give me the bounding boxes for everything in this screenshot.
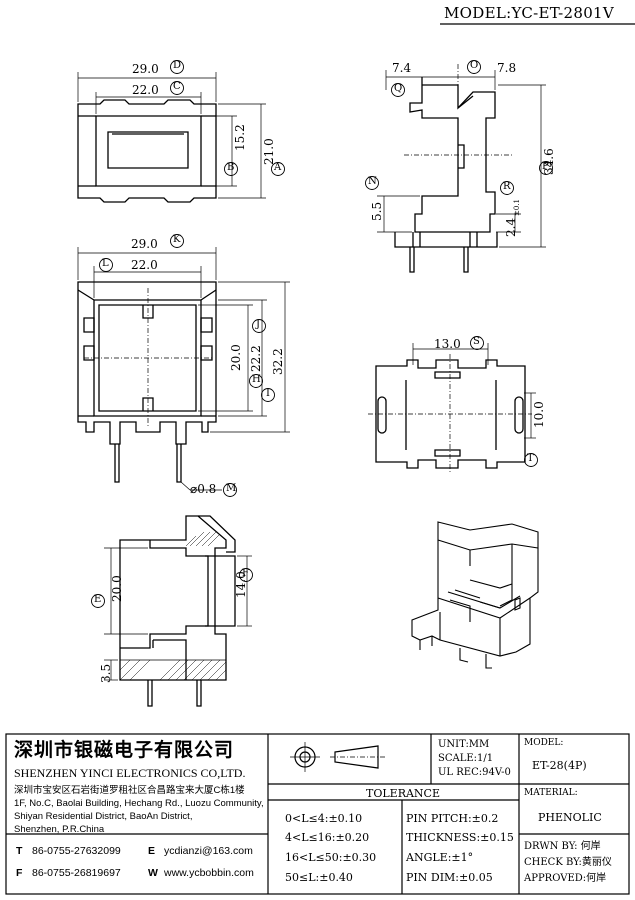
callout-l: L (102, 258, 109, 269)
model-field-label: MODEL: (524, 738, 564, 748)
unit-label: UNIT:MM (438, 739, 490, 750)
callout-c: C (173, 81, 181, 92)
top-view-dims (77, 72, 266, 199)
side-view-dims (377, 64, 546, 248)
dim-top-15-2: 15.2 (233, 124, 247, 151)
web-label: W (148, 867, 158, 879)
section-view (119, 515, 236, 707)
callout-t: T (527, 453, 534, 464)
top-view (77, 99, 217, 203)
tolerance-row-1: 0<L≤4:±0.10 (285, 812, 363, 825)
approved-by: APPROVED:何岸 (524, 873, 607, 884)
dim-side-7-8: 7.8 (497, 61, 517, 75)
address-en-1: 1F, No.C, Baolai Building, Hechang Rd., … (14, 798, 264, 809)
callout-r: R (503, 181, 511, 192)
callout-o: O (470, 60, 479, 71)
web-address[interactable]: www.ycbobbin.com (164, 867, 254, 879)
callout-p: P (542, 161, 549, 172)
callout-h: H (252, 374, 261, 385)
tolerance-angle: ANGLE:±1° (406, 851, 474, 864)
checked-by: CHECK BY:黄丽仪 (524, 857, 612, 868)
dim-front-20: 20.0 (229, 344, 243, 371)
title-block (5, 733, 630, 895)
tolerance-thickness: THICKNESS:±0.15 (406, 831, 514, 844)
model-field-value: ET-28(4P) (532, 759, 587, 772)
email-address[interactable]: ycdianzi@163.com (164, 845, 253, 857)
side-view (394, 77, 498, 273)
tolerance-row-2: 4<L≤16:±0.20 (285, 831, 370, 844)
dim-front-pin: ⌀0.8 (190, 482, 217, 496)
fax-label: F (16, 867, 23, 879)
material-field-value: PHENOLIC (538, 811, 602, 824)
dim-top-21: 21.0 (262, 138, 276, 165)
callout-b: B (227, 162, 235, 173)
callout-q: Q (394, 83, 403, 94)
callout-j: J (256, 319, 261, 330)
model-title: MODEL:YC-ET-2801V (444, 4, 615, 22)
callout-e: E (94, 594, 102, 605)
tolerance-row-4: 50≤L:±0.40 (285, 871, 353, 884)
tolerance-pin-pitch: PIN PITCH:±0.2 (406, 812, 499, 825)
address-cn: 深圳市宝安区石岩街道罗租社区合昌路宝来大厦C栋1楼 (14, 785, 245, 796)
callout-s: S (473, 336, 480, 347)
callout-k: K (173, 234, 181, 245)
tolerance-row-3: 16<L≤50:±0.30 (285, 851, 377, 864)
tolerance-pin-dim: PIN DIM:±0.05 (406, 871, 493, 884)
dim-top-22: 22.0 (132, 83, 159, 97)
callout-f: F (242, 568, 249, 579)
address-en-2: Shiyan Residential District, BaoAn Distr… (14, 811, 193, 822)
email-label: E (148, 845, 156, 857)
callout-n: N (368, 176, 377, 187)
dim-top-29: 29.0 (132, 62, 159, 76)
dim-section-3-5: 3.5 (99, 663, 113, 683)
ul-rec-label: UL REC:94V-0 (438, 767, 511, 778)
section-view-dims (104, 547, 252, 681)
tolerance-title: TOLERANCE (366, 787, 440, 800)
scale-label: SCALE:1/1 (438, 753, 494, 764)
callout-m: M (226, 483, 237, 494)
dim-side-5-5: 5.5 (370, 201, 384, 221)
callout-d: D (173, 60, 182, 71)
material-field-label: MATERIAL: (524, 788, 578, 798)
front-view (77, 281, 217, 483)
dim-front-29: 29.0 (131, 237, 158, 251)
company-name-en: SHENZHEN YINCI ELECTRONICS CO,LTD. (14, 766, 246, 780)
dim-front-22: 22.0 (131, 258, 158, 272)
callout-i: I (266, 388, 270, 399)
dim-bottom-10: 10.0 (532, 401, 546, 428)
dim-front-32-2: 32.2 (271, 348, 285, 375)
callout-a: A (274, 162, 282, 173)
dim-side-2-4-tol: ±0.1 (513, 199, 521, 216)
dim-section-20: 20.0 (110, 575, 124, 602)
callout-circles (91, 60, 553, 608)
company-name-cn: 深圳市银磁电子有限公司 (14, 739, 235, 761)
tel-number: 86-0755-27632099 (32, 845, 121, 857)
dim-front-22-2: 22.2 (249, 345, 263, 372)
dim-bottom-13: 13.0 (434, 337, 461, 351)
isometric-view (411, 521, 539, 669)
fax-number: 86-0755-26819697 (32, 867, 121, 879)
tel-label: T (16, 845, 23, 857)
dim-side-7-4: 7.4 (392, 61, 412, 75)
drawn-by: DRWN BY: 何岸 (524, 841, 601, 852)
address-en-3: Shenzhen, P.R.China (14, 824, 105, 835)
section-hatch (119, 531, 227, 681)
bottom-view-dims (368, 343, 536, 474)
dim-side-2-4: 2.4 (504, 217, 518, 237)
